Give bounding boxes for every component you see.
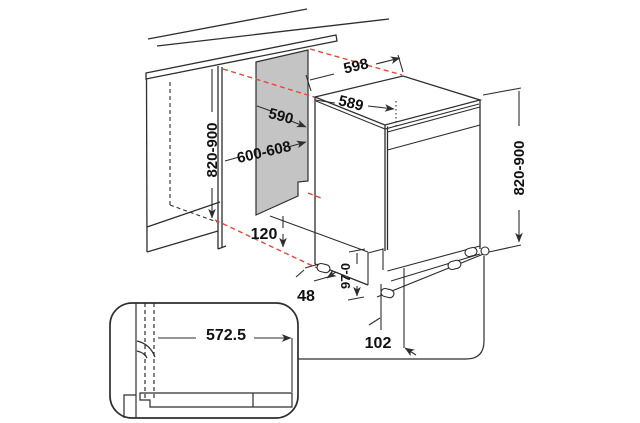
dim-plinth-recess-ext (380, 268, 405, 348)
guide-floor-back (307, 192, 322, 199)
dim-plinth-height-ref (269, 215, 369, 253)
niche-hidden-floor-edge (169, 204, 218, 223)
plinth-recess-edge (390, 253, 481, 282)
worktop-front-edge (145, 34, 338, 80)
dim-front-offset (295, 263, 336, 281)
unit-depth-label: 589 (337, 92, 365, 115)
dim-unit-depth (314, 100, 394, 109)
dim-niche-depth-arrows (256, 105, 306, 127)
dim-niche-depth (256, 105, 306, 127)
foot-adjust-label: 97-0 (338, 263, 353, 289)
niche-depth-label: 590 (267, 105, 296, 128)
guide-top-front (222, 68, 315, 98)
red-guide-lines (214, 48, 403, 269)
worktop-back-edge-lower (156, 18, 390, 47)
dim-unit-width (305, 55, 403, 92)
door-bottom-edge (387, 245, 481, 272)
inset-cabinet-step (123, 394, 136, 418)
plinth-height-label: 120 (251, 226, 278, 243)
inset-door-swing-arcs (136, 340, 156, 359)
guide-top-back (309, 48, 403, 76)
detail-callout-connector (298, 256, 485, 360)
cabinet-plinth-bottom (146, 230, 219, 253)
plinth-recess-label: 102 (365, 335, 392, 352)
dim-plinth-recess-arrows (368, 317, 417, 355)
detail-callout-marker (480, 246, 490, 256)
control-panel-band (387, 106, 481, 151)
dim-unit-height (482, 87, 521, 253)
dim-niche-width (224, 142, 306, 162)
worktop-back-edge-upper (147, 8, 308, 40)
dimension-annotations (212, 55, 521, 355)
cabinet-left-edge (145, 78, 148, 253)
detail-inset (109, 256, 485, 419)
foot-front-right (464, 246, 478, 258)
inset-plinth-bar (139, 392, 293, 408)
foot-front-middle (447, 259, 462, 271)
cabinet-plinth-top (146, 201, 221, 228)
plinth-notch (367, 248, 384, 285)
dim-plinth-height (269, 215, 369, 253)
plinth-panel-width-label: 572.5 (206, 327, 246, 344)
dim-foot-adjust (348, 248, 365, 300)
guide-floor-front (214, 219, 318, 269)
dim-unit-width-arrows (309, 58, 400, 81)
foot-front-left (380, 287, 395, 299)
niche-side-panel (255, 49, 309, 216)
inset-door-positions (144, 303, 155, 399)
unit-height-label: 820-900 (511, 140, 528, 195)
floor-contact-line (376, 252, 487, 298)
detail-inset-bubble (109, 302, 299, 419)
dim-niche-width-arrows (224, 142, 306, 162)
dim-unit-depth-arrows (314, 100, 394, 109)
front-offset-label: 48 (297, 288, 315, 305)
dim-plinth-recess (368, 268, 417, 355)
dim-front-offset-arrows (295, 270, 336, 278)
kitchen-cabinet-outline (145, 8, 390, 253)
dishwasher-front-left-edge (384, 125, 389, 251)
niche-height-label: 820-900 (204, 122, 221, 177)
unit-width-label: 598 (342, 55, 370, 77)
